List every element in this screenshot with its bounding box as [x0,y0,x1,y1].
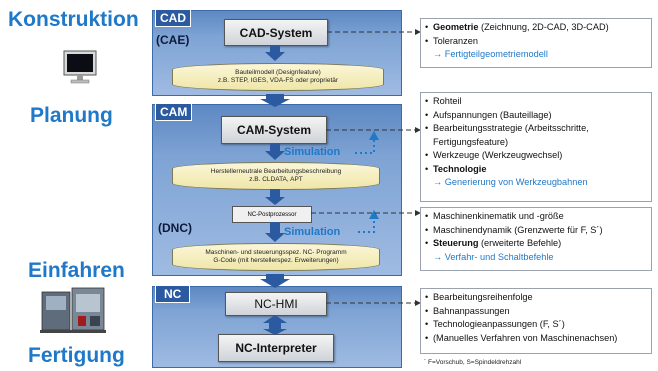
info-cam-row-5: •Werkzeuge (Werkzeugwechsel) [425,150,563,160]
dnc-label: (DNC) [158,221,192,235]
info-dnc-steuerung-detail: (erweiterte Befehle) [478,238,562,248]
info-cam-row-6: •Technologie [425,163,487,174]
info-cam-strategie: Bearbeitungsstrategie (Arbeitsschritte, [433,123,589,133]
info-cad-row-2: •Toleranzen [425,35,478,46]
info-cam-row-7: → Generierung von Werkzeugbahnen [421,176,651,190]
info-cam-row-3: •Bearbeitungsstrategie (Arbeitsschritte, [425,123,589,133]
info-nc-row-4: •(Manuelles Verfahren von Maschinenachse… [425,332,618,343]
info-dnc-dynamik: Maschinendynamik (Grenzwerte für F, S´) [433,224,603,235]
bearbeitungsbeschreibung-cylinder: Herstellerneutrale Bearbeitungsbeschreib… [172,162,380,190]
info-dnc-row-4: → Verfahr- und Schaltbefehle [421,251,651,265]
info-box-cad: •Geometrie (Zeichnung, 2D-CAD, 3D-CAD) •… [420,18,652,68]
info-box-cam: •Rohteil •Aufspannungen (Bauteillage) •B… [420,92,652,202]
bearbeitungsbeschreibung-line1: Herstellerneutrale Bearbeitungsbeschreib… [210,168,342,175]
info-nc-bahnanpassungen: Bahnanpassungen [433,305,510,316]
simulation-label-1: Simulation [284,146,341,158]
info-cam-row-4: Fertigungsfeature) [421,136,651,150]
nc-interpreter-box[interactable]: NC-Interpreter [218,334,334,362]
nc-tag: NC [155,285,191,303]
bauteilmodell-cylinder: Bauteilmodell (Designfeature) z.B. STEP,… [172,63,384,91]
info-nc-technologie: Technologieanpassungen (F, S´) [433,319,565,329]
footnote: ´ F=Vorschub, S=Spindeldrehzahl [424,359,522,366]
info-nc-row-2: •Bahnanpassungen [425,305,510,316]
cam-system-box[interactable]: CAM-System [221,116,327,144]
info-nc-manuell: (Manuelles Verfahren von Maschinenachsen… [433,332,618,343]
info-dnc-kinematik: Maschinenkinematik und -größe [433,211,564,221]
cam-tag: CAM [155,103,193,121]
nc-hmi-box[interactable]: NC-HMI [225,292,327,316]
info-cam-rohteil: Rohteil [433,96,462,106]
cae-label: (CAE) [156,33,190,47]
info-cam-technologie: Technologie [433,163,487,174]
info-cad-row-1: •Geometrie (Zeichnung, 2D-CAD, 3D-CAD) [425,22,609,32]
nc-programm-line2: G-Code (mit herstellerspez. Erweiterunge… [213,257,339,264]
info-dnc-row-1: •Maschinenkinematik und -größe [425,211,564,221]
simulation-label-2: Simulation [284,226,341,238]
info-cad-result: → Fertigteilgeometriemodell [433,49,548,59]
info-dnc-row-3: •Steuerung (erweiterte Befehle) [425,238,562,248]
info-cam-werkzeuge: Werkzeuge (Werkzeugwechsel) [433,150,563,160]
info-box-dnc: •Maschinenkinematik und -größe •Maschine… [420,207,652,271]
bearbeitungsbeschreibung-line2: z.B. CLDATA, APT [249,176,303,183]
info-dnc-row-2: •Maschinendynamik (Grenzwerte für F, S´) [425,224,603,235]
info-cam-row-2: •Aufspannungen (Bauteillage) [425,109,552,120]
info-dnc-steuerung: Steuerung [433,238,479,248]
info-nc-row-3: •Technologieanpassungen (F, S´) [425,319,565,329]
info-cam-result: → Generierung von Werkzeugbahnen [433,177,588,187]
phase-planung: Planung [30,104,113,127]
info-dnc-result: → Verfahr- und Schaltbefehle [433,251,554,262]
info-box-nc: •Bearbeitungsreihenfolge •Bahnanpassunge… [420,288,652,354]
nc-programm-cylinder: Maschinen- und steuerungsspez. NC- Progr… [172,243,380,271]
info-nc-reihenfolge: Bearbeitungsreihenfolge [433,292,533,302]
phase-konstruktion: Konstruktion [8,8,139,31]
cad-tag: CAD [155,9,191,27]
bauteilmodell-line1: Bauteilmodell (Designfeature) [235,69,321,76]
info-cam-aufspannungen: Aufspannungen (Bauteillage) [433,109,552,120]
cnc-machine-icon [38,286,108,334]
monitor-icon [62,50,98,84]
cad-system-box[interactable]: CAD-System [224,19,328,46]
info-cam-row-1: •Rohteil [425,96,462,106]
info-nc-row-1: •Bearbeitungsreihenfolge [425,292,533,302]
phase-fertigung: Fertigung [28,344,125,367]
bauteilmodell-line2: z.B. STEP, IGES, VDA-FS oder proprietär [217,77,339,84]
info-cad-geometrie: Geometrie [433,22,479,32]
nc-programm-line1: Maschinen- und steuerungsspez. NC- Progr… [205,249,347,256]
info-cad-row-3: → Fertigteilgeometriemodell [421,48,651,62]
info-cad-geometrie-detail: (Zeichnung, 2D-CAD, 3D-CAD) [478,22,609,32]
info-cam-strategie-cont: Fertigungsfeature) [433,136,509,147]
phase-einfahren: Einfahren [28,259,125,282]
info-cad-toleranzen: Toleranzen [433,35,478,46]
